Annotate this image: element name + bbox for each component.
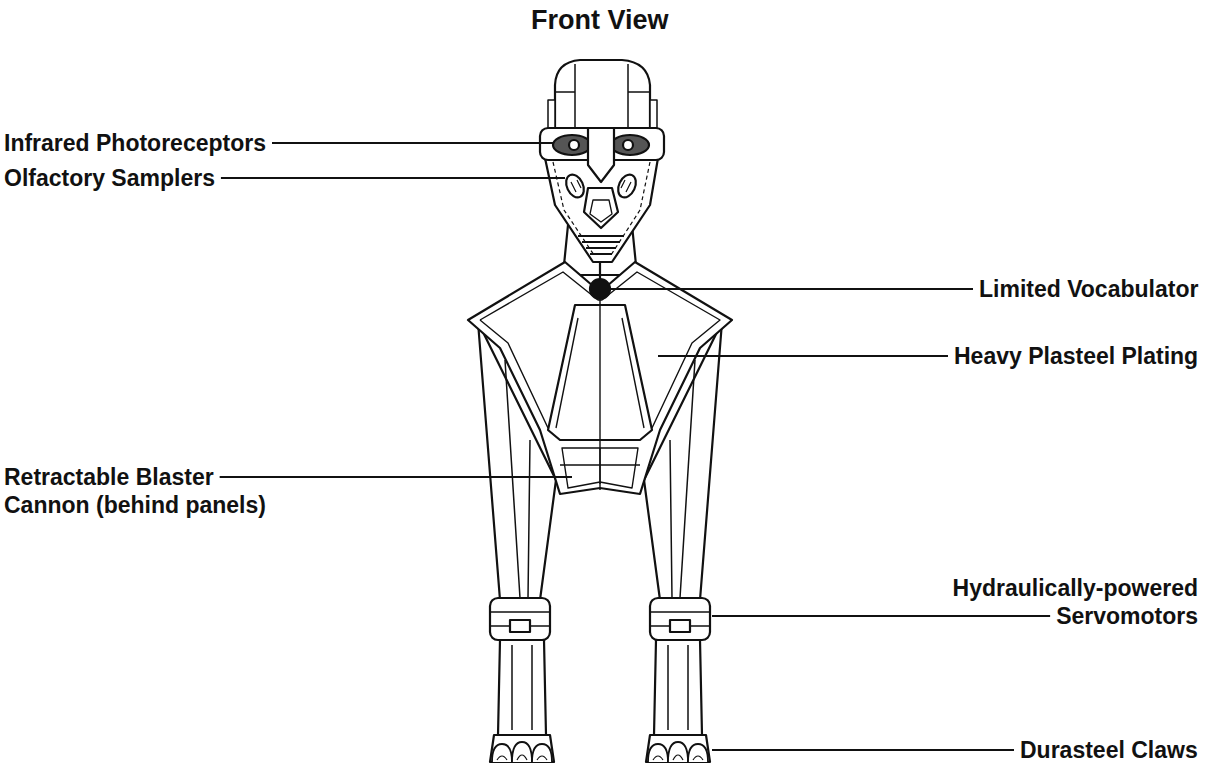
leader-line (712, 749, 1014, 751)
part-label: Retractable Blaster Cannon (behind panel… (4, 463, 291, 519)
leader-line (220, 476, 572, 478)
lower-legs (498, 640, 702, 735)
part-label: Limited Vocabulator (979, 275, 1198, 303)
leader-line (221, 177, 565, 179)
head (540, 60, 664, 262)
part-label: Olfactory Samplers (4, 164, 215, 192)
part-label: Heavy Plasteel Plating (954, 342, 1198, 370)
leader-line (272, 142, 553, 144)
plasteel-plating (468, 262, 732, 494)
part-label: Durasteel Claws (1020, 736, 1198, 764)
leader-line (712, 615, 1050, 617)
durasteel-claws (490, 735, 710, 762)
leader-line (658, 355, 948, 357)
part-label: Infrared Photoreceptors (4, 129, 266, 157)
leader-line (606, 288, 973, 290)
part-label: Hydraulically-powered Servomotors (922, 574, 1198, 630)
servomotor-cuffs (490, 598, 710, 640)
view-title: Front View (531, 4, 669, 36)
